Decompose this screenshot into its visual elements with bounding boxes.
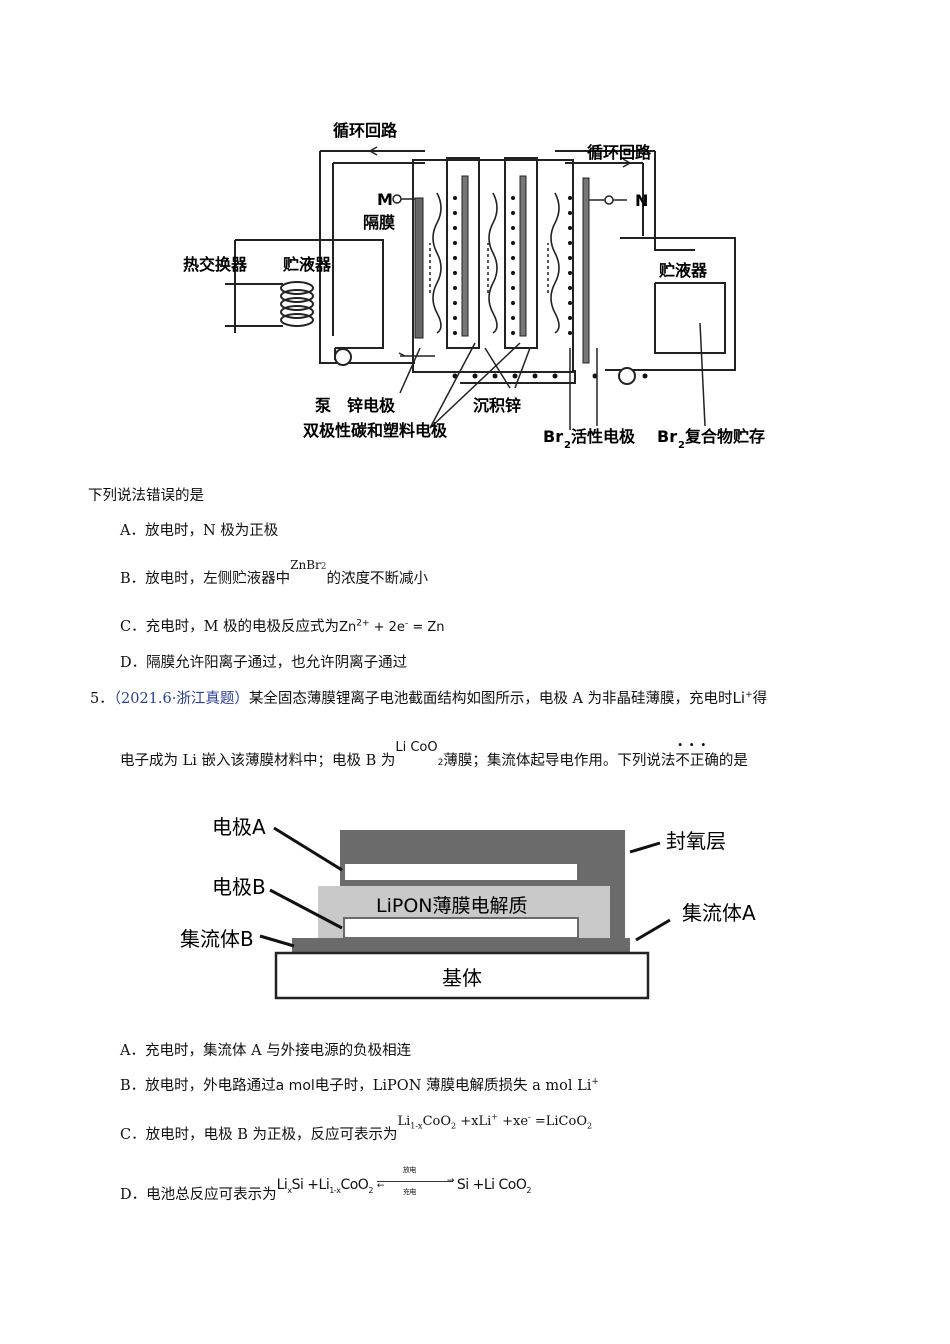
pump-left-icon	[334, 348, 352, 366]
m-label: M	[377, 190, 393, 209]
pump-label: 泵	[314, 396, 331, 415]
br2-storage-br: Br	[657, 427, 677, 446]
thin-film-battery-diagram: 电极A 电极B 集流体B 封氧层 集流体A LiPON薄膜电解质 基体	[170, 808, 770, 1008]
membrane-label: 隔膜	[363, 213, 395, 232]
q4-option-b-pre: B．放电时，左侧贮液器中	[120, 571, 291, 587]
znbr2-formula: ZnBr2	[290, 558, 327, 572]
collector-a-label: 集流体A	[682, 901, 756, 925]
reservoir-right-label: 贮液器	[658, 261, 708, 280]
br2-storage-sub: 2	[678, 440, 685, 451]
thin-film-battery-svg: 电极A 电极B 集流体B 封氧层 集流体A LiPON薄膜电解质 基体	[180, 815, 756, 1000]
br2-electrode-sub: 2	[564, 440, 571, 451]
zn-reaction-formula: Zn2+ + 2e- = Zn	[339, 618, 445, 635]
q4-option-c: C．充电时，M 极的电极反应式为Zn2+ + 2e- = Zn	[120, 618, 445, 635]
reservoir-left-label: 贮液器	[282, 255, 332, 274]
loop-left-label: 循环回路	[333, 121, 398, 140]
lipon-label: LiPON薄膜电解质	[376, 895, 528, 917]
br2-electrode-label: 活性电极	[571, 427, 636, 446]
loop-right-label: 循环回路	[587, 143, 652, 162]
q4-stem: 下列说法错误的是	[88, 488, 204, 504]
q5-line2: 电子成为 Li 嵌入该薄膜材料中；电极 B 为Li CoO2薄膜；集流体起导电作…	[120, 735, 748, 769]
licoo2-formula: Li CoO2	[395, 740, 444, 768]
q5-line1: 5．（2021.6·浙江真题）某全固态薄膜锂离子电池截面结构如图所示，电极 A …	[90, 689, 768, 707]
q5-option-a: A．充电时，集流体 A 与外接电源的负极相连	[120, 1043, 412, 1059]
br2-storage-label: 复合物贮存	[684, 427, 765, 446]
emphasis-not-correct: 不正确···	[675, 735, 719, 769]
seal-layer-label: 封氧层	[666, 829, 726, 853]
bipolar-electrode-label: 双极性碳和塑料电极	[303, 421, 448, 440]
q4-option-a: A．放电时，N 极为正极	[120, 523, 279, 539]
q5-option-c: C．放电时，电极 B 为正极，反应可表示为Li1-xCoO2 +xLi+ +xe…	[120, 1112, 593, 1143]
q4-option-d: D．隔膜允许阳离子通过，也允许阴离子通过	[120, 655, 408, 671]
flow-battery-diagram: 循环回路 循环回路 M N 隔膜 热交换器 贮液器 贮液器 泵 锌电极 沉积锌 …	[175, 108, 785, 458]
q5-option-b: B．放电时，外电路通过a mol电子时，LiPON 薄膜电解质损失 a mol …	[120, 1077, 599, 1094]
q4-option-b-post: 的浓度不断减小	[326, 571, 429, 587]
electrode-a-label: 电极A	[212, 815, 266, 839]
a-mol-formula: a mol	[275, 1078, 315, 1094]
pump-right-icon	[618, 367, 636, 385]
flow-battery-svg: 循环回路 循环回路 M N 隔膜 热交换器 贮液器 贮液器 泵 锌电极 沉积锌 …	[183, 121, 765, 451]
n-label: N	[635, 191, 648, 210]
li-ion: Li+	[732, 689, 753, 707]
collector-b-label: 集流体B	[180, 927, 254, 951]
discharge-reaction-formula: Li1-xCoO2 +xLi+ +xe- =LiCoO2	[397, 1112, 593, 1131]
q5-source: （2021.6·浙江真题）	[113, 691, 249, 707]
br2-electrode-br: Br	[543, 427, 563, 446]
q5-number: 5．	[90, 691, 114, 707]
heat-exchanger-label: 热交换器	[183, 255, 248, 274]
reversible-arrow: 放电→←充电	[376, 1166, 454, 1196]
zinc-electrode-label: 锌电极	[347, 396, 396, 415]
q4-option-b: B．放电时，左侧贮液器中ZnBr2的浓度不断减小	[120, 558, 429, 588]
deposited-zinc-label: 沉积锌	[473, 396, 521, 415]
substrate-label: 基体	[442, 966, 482, 990]
electrode-b-label: 电极B	[212, 875, 266, 899]
